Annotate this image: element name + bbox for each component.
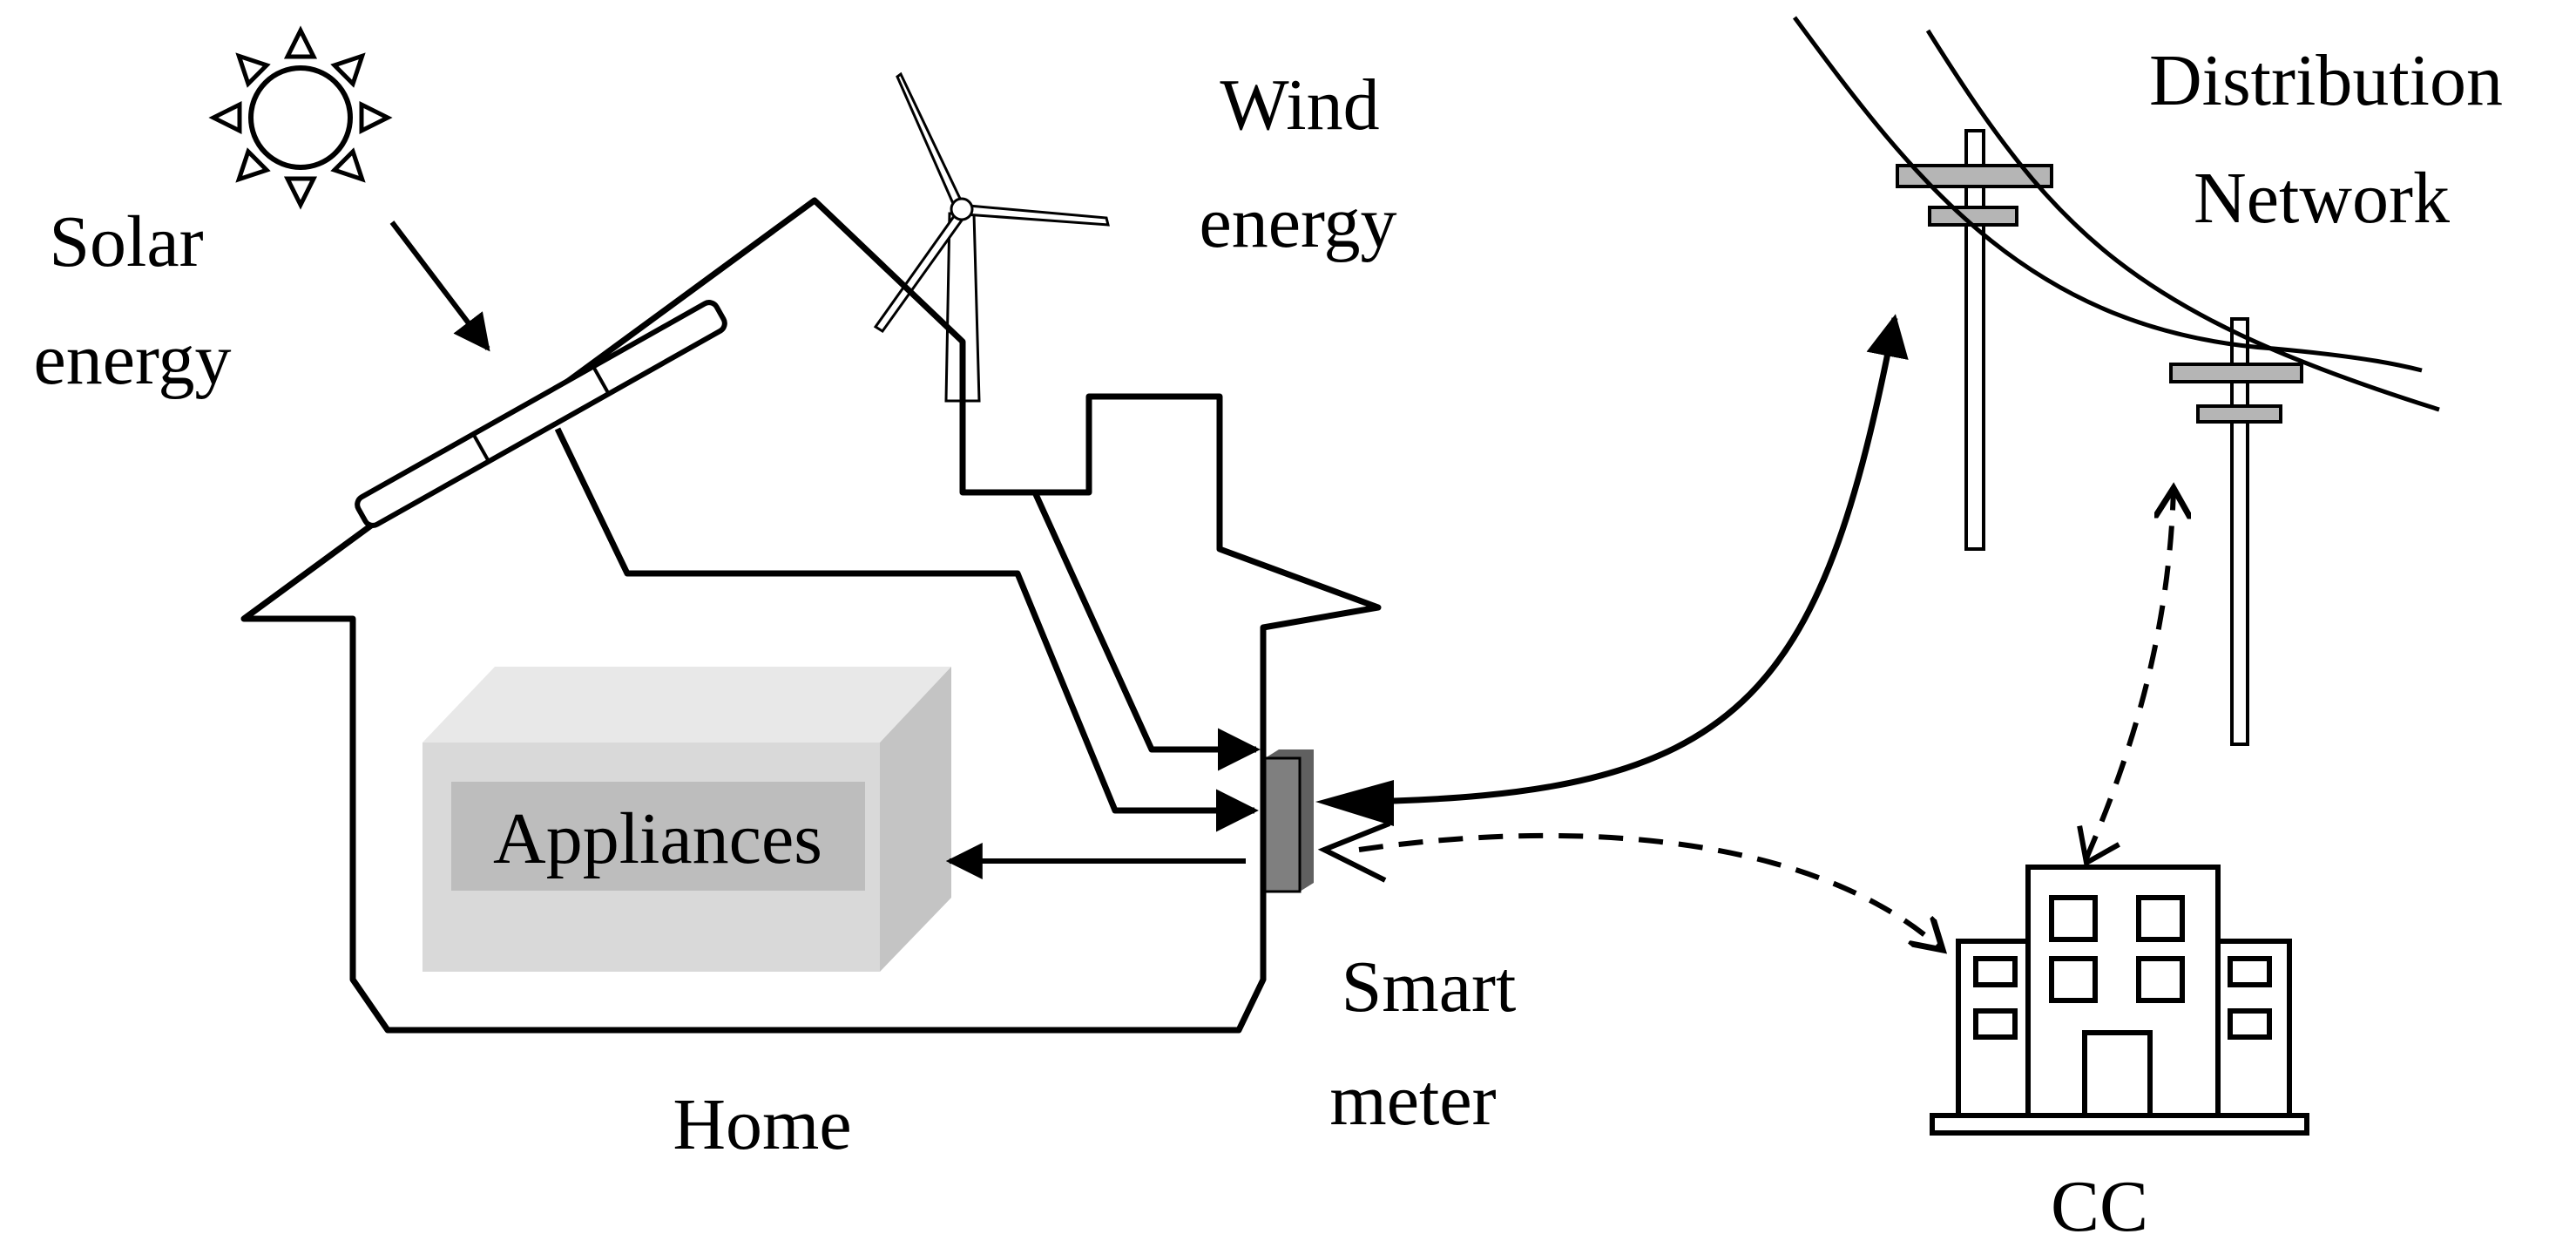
solar-panel-icon xyxy=(355,300,727,528)
wind-energy-label-line1: Wind xyxy=(1220,64,1379,146)
solar-wire xyxy=(554,427,1259,832)
solar-energy-label-line1: Solar xyxy=(49,201,203,282)
appliances-box xyxy=(423,667,951,972)
cc-label: CC xyxy=(2051,1166,2148,1241)
cc-pole-arrowhead-start xyxy=(2077,825,2120,867)
smart-meter-label-line1: Smart xyxy=(1342,946,1517,1027)
meter-grid-power-arrowhead xyxy=(1315,780,1394,826)
sun-icon xyxy=(208,25,393,210)
distribution-network-label-line2: Network xyxy=(2194,158,2450,239)
office-building-icon xyxy=(1930,865,2309,1136)
solar-energy-label-line2: energy xyxy=(33,319,231,400)
smart-meter-label-line2: meter xyxy=(1329,1060,1496,1141)
appliances-label: Appliances xyxy=(493,798,822,879)
wind-turbine-icon xyxy=(873,71,1110,403)
sunlight-arrow xyxy=(389,220,490,352)
meter-cc-arrowhead-start xyxy=(1317,821,1391,883)
wind-energy-label-line2: energy xyxy=(1199,182,1396,263)
distribution-line xyxy=(1792,16,2423,373)
house-outline xyxy=(240,197,1382,1034)
distribution-line xyxy=(1925,29,2440,412)
home-label: Home xyxy=(673,1084,851,1165)
distribution-network-label-line1: Distribution xyxy=(2149,40,2503,121)
utility-pole-icon xyxy=(2169,317,2303,746)
wind-wire xyxy=(1031,491,1261,771)
meter-grid-power-arrow xyxy=(1349,314,1909,805)
smart-meter-icon xyxy=(1263,749,1314,893)
cc-pole-communication-arrow xyxy=(2084,488,2174,860)
meter-cc-communication-arrow xyxy=(1358,832,1943,950)
utility-pole-icon xyxy=(1896,129,2053,551)
